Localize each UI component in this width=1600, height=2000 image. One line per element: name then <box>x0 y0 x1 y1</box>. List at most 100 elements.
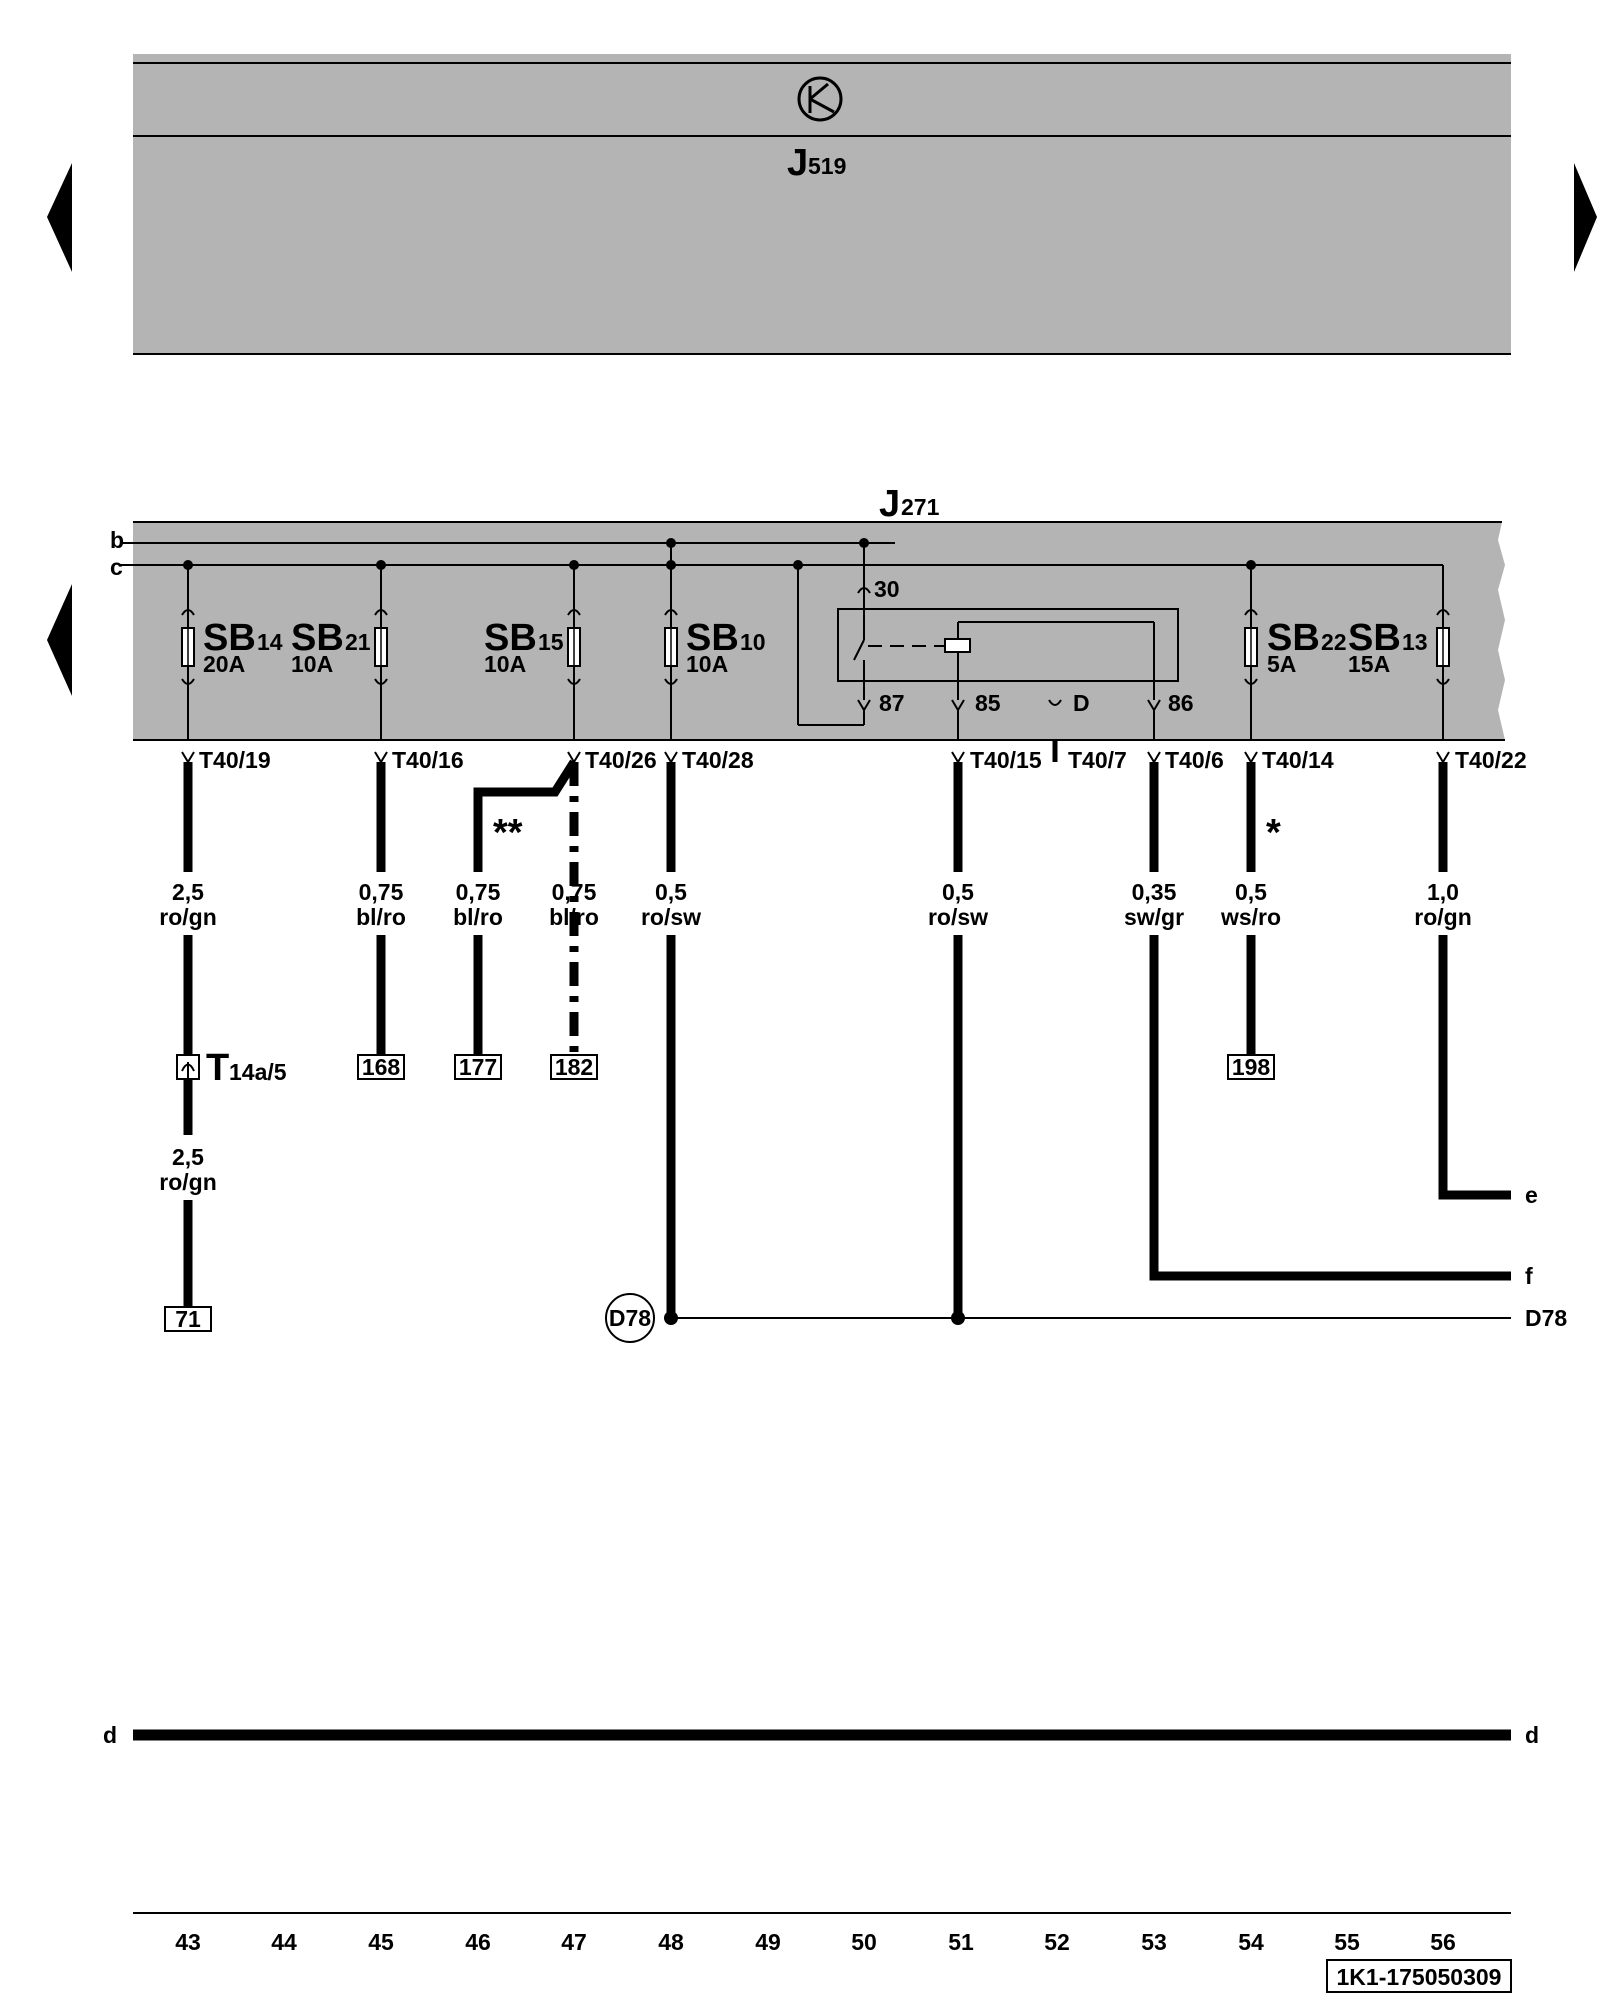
svg-text:T40/7: T40/7 <box>1068 747 1127 773</box>
module-j271: J 271 <box>133 483 1505 741</box>
double-star-mark: ** <box>493 812 523 854</box>
svg-text:bl/ro: bl/ro <box>356 904 406 930</box>
svg-text:43: 43 <box>175 1929 201 1955</box>
svg-text:0,5: 0,5 <box>655 879 687 905</box>
j271-subscript: 271 <box>901 494 940 520</box>
ground-d78: D78 D78 <box>605 1293 1567 1343</box>
svg-text:10A: 10A <box>291 651 333 677</box>
svg-text:48: 48 <box>658 1929 684 1955</box>
fuse-label-sb14: SB 14 20A <box>203 617 283 677</box>
svg-text:0,75: 0,75 <box>552 879 597 905</box>
svg-text:51: 51 <box>948 1929 974 1955</box>
column-numbers: 43 44 45 46 47 48 49 50 51 52 53 54 55 5… <box>175 1929 1456 1955</box>
svg-text:bl/ro: bl/ro <box>453 904 503 930</box>
svg-text:T40/14: T40/14 <box>1262 747 1334 773</box>
svg-text:0,35: 0,35 <box>1132 879 1177 905</box>
svg-text:1K1-175050309: 1K1-175050309 <box>1337 1964 1502 1990</box>
svg-text:ro/gn: ro/gn <box>159 1169 217 1195</box>
svg-text:71: 71 <box>175 1306 201 1332</box>
relay-pin-86: 86 <box>1168 690 1194 716</box>
wire-labels: 2,5 ro/gn 0,75 bl/ro 0,75 bl/ro 0,75 bl/… <box>159 879 1472 1195</box>
svg-text:T40/16: T40/16 <box>392 747 464 773</box>
bus-label-b: b <box>110 527 124 553</box>
svg-text:ro/gn: ro/gn <box>159 904 217 930</box>
svg-text:20A: 20A <box>203 651 245 677</box>
svg-text:SB: SB <box>203 617 256 659</box>
fuse-column-sb21 <box>374 565 388 740</box>
svg-text:45: 45 <box>368 1929 394 1955</box>
svg-text:d: d <box>1525 1722 1539 1748</box>
fuse-column-sb13 <box>1436 610 1450 740</box>
svg-text:0,75: 0,75 <box>359 879 404 905</box>
ground-right-label: D78 <box>1525 1305 1567 1331</box>
ref-box-198[interactable]: 198 <box>1227 1054 1275 1080</box>
svg-text:13: 13 <box>1402 629 1428 655</box>
svg-text:21: 21 <box>345 629 371 655</box>
ground-circle-label: D78 <box>609 1305 651 1331</box>
nav-next-top-arrow-icon[interactable] <box>1574 163 1597 272</box>
svg-text:T40/22: T40/22 <box>1455 747 1527 773</box>
ref-box-168[interactable]: 168 <box>357 1054 405 1080</box>
svg-text:T40/19: T40/19 <box>199 747 271 773</box>
svg-text:SB: SB <box>1267 617 1320 659</box>
svg-text:55: 55 <box>1334 1929 1360 1955</box>
svg-text:2,5: 2,5 <box>172 879 204 905</box>
ref-box-177[interactable]: 177 <box>454 1054 502 1080</box>
bus-d: d d <box>103 1722 1539 1748</box>
svg-text:d: d <box>103 1722 117 1748</box>
svg-text:14: 14 <box>257 629 283 655</box>
label-f: f <box>1525 1263 1533 1289</box>
svg-text:ro/sw: ro/sw <box>928 904 988 930</box>
svg-text:44: 44 <box>271 1929 297 1955</box>
ref-box-182[interactable]: 182 <box>550 1054 598 1080</box>
nav-prev-top-arrow-icon[interactable] <box>47 163 72 272</box>
fuse-label-sb13: SB 13 15A <box>1348 617 1428 677</box>
svg-text:10A: 10A <box>484 651 526 677</box>
svg-text:SB: SB <box>1348 617 1401 659</box>
label-e: e <box>1525 1182 1538 1208</box>
svg-text:bl/ro: bl/ro <box>549 904 599 930</box>
svg-text:46: 46 <box>465 1929 491 1955</box>
svg-text:0,5: 0,5 <box>942 879 974 905</box>
svg-text:14a/5: 14a/5 <box>229 1059 287 1085</box>
j519-subscript: 519 <box>808 153 846 179</box>
document-id: 1K1-175050309 <box>1326 1959 1512 1993</box>
svg-text:198: 198 <box>1232 1054 1271 1080</box>
relay-pin-d: D <box>1073 690 1090 716</box>
nav-prev-mid-arrow-icon[interactable] <box>47 584 72 696</box>
fuse-column-sb15 <box>567 565 581 740</box>
svg-text:15: 15 <box>538 629 564 655</box>
j519-label: J <box>787 142 808 184</box>
svg-text:15A: 15A <box>1348 651 1390 677</box>
svg-text:10A: 10A <box>686 651 728 677</box>
svg-text:T40/28: T40/28 <box>682 747 754 773</box>
svg-text:T40/6: T40/6 <box>1165 747 1224 773</box>
svg-text:5A: 5A <box>1267 651 1296 677</box>
wires <box>183 759 1511 1318</box>
ref-box-71[interactable]: 71 <box>164 1306 212 1332</box>
fuse-column-sb10 <box>664 543 678 740</box>
svg-text:T40/26: T40/26 <box>585 747 657 773</box>
module-j519: J 519 <box>133 54 1511 355</box>
svg-text:T40/15: T40/15 <box>970 747 1042 773</box>
svg-text:177: 177 <box>459 1054 497 1080</box>
svg-text:50: 50 <box>851 1929 877 1955</box>
svg-text:22: 22 <box>1321 629 1347 655</box>
fuse-label-sb21: SB 21 10A <box>291 617 371 677</box>
svg-text:0,5: 0,5 <box>1235 879 1267 905</box>
svg-text:ro/sw: ro/sw <box>641 904 701 930</box>
fuse-column-sb22 <box>1244 565 1258 740</box>
svg-text:52: 52 <box>1044 1929 1070 1955</box>
transistor-symbol-icon <box>797 76 843 122</box>
svg-text:53: 53 <box>1141 1929 1167 1955</box>
svg-text:1,0: 1,0 <box>1427 879 1459 905</box>
svg-text:47: 47 <box>561 1929 587 1955</box>
relay-j271: 30 87 85 D 86 <box>797 543 1194 762</box>
svg-text:2,5: 2,5 <box>172 1144 204 1170</box>
svg-text:ws/ro: ws/ro <box>1220 904 1281 930</box>
svg-text:168: 168 <box>362 1054 401 1080</box>
relay-pin-87: 87 <box>879 690 905 716</box>
svg-text:54: 54 <box>1238 1929 1264 1955</box>
svg-text:49: 49 <box>755 1929 781 1955</box>
